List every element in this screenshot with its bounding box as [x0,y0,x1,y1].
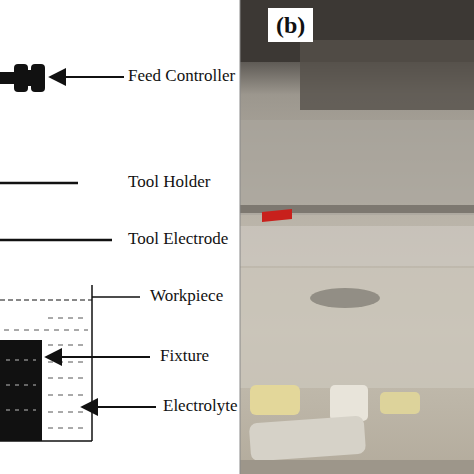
panel-label: (b) [268,8,313,42]
part-label: Electrolyte [163,396,238,416]
leader-arrow [50,76,124,78]
tool-holder-line [0,182,78,185]
part-label: Fixture [160,346,209,366]
feed-controller-knob [0,64,45,92]
part-label: Feed Controller [128,66,235,86]
leader-arrow [46,356,150,358]
part-label: Tool Holder [128,172,210,192]
setup-photo [240,0,474,474]
electrolyte-tank [0,285,92,441]
tool-electrode-line [0,239,112,242]
part-label: Tool Electrode [128,229,228,249]
leader-arrow [82,406,156,408]
part-label: Workpiece [150,286,223,306]
fixture-block [0,340,42,441]
leader-line [92,296,140,298]
